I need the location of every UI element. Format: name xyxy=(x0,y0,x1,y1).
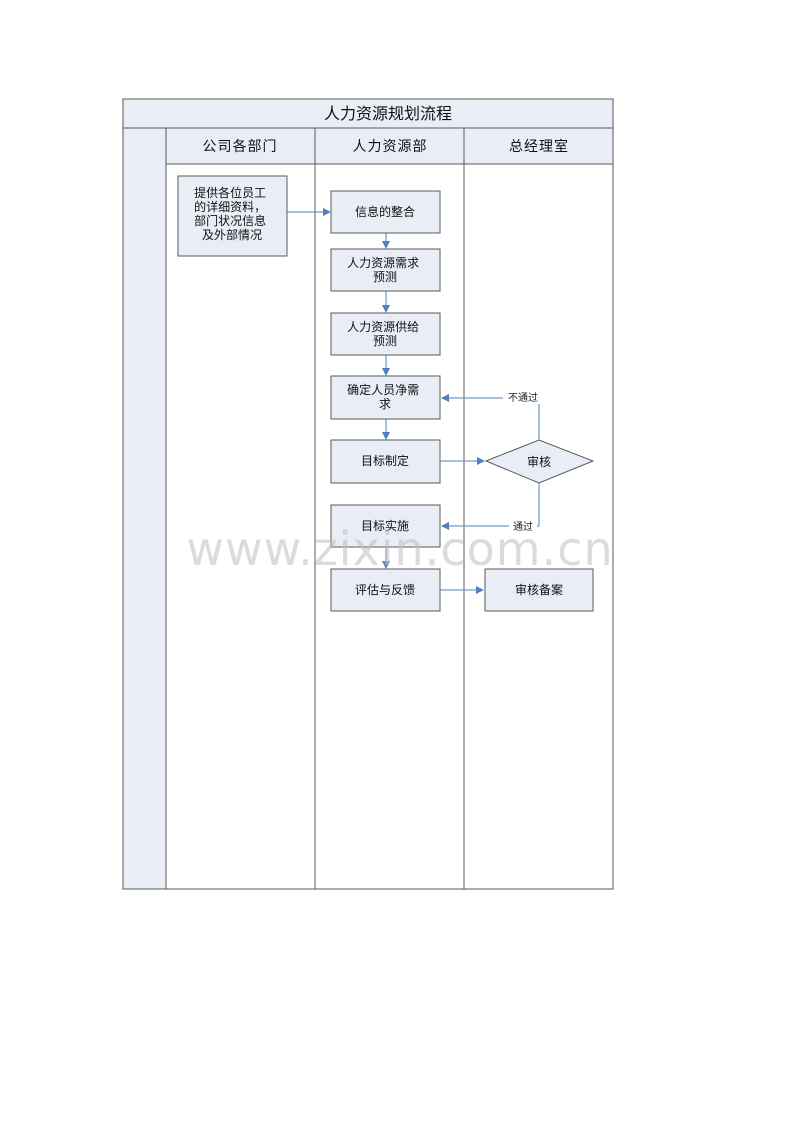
node-goal-set-text: 目标制定 xyxy=(361,453,409,468)
node-provide-text: 提供各位员工 的详细资料， 部门状况信息 及外部情况 xyxy=(194,185,270,242)
lane-label-gm: 总经理室 xyxy=(509,138,569,155)
node-review-text: 审核 xyxy=(527,454,551,469)
edge-review-pass xyxy=(441,483,540,530)
node-integrate-text: 信息的整合 xyxy=(355,204,415,219)
node-review-diamond xyxy=(484,439,595,484)
node-evaluate-text: 评估与反馈 xyxy=(355,583,415,597)
node-net-demand-box xyxy=(330,375,441,420)
node-implement-text: 目标实施 xyxy=(361,518,409,533)
node-evaluate-box xyxy=(330,568,441,612)
node-demand-text: 人力资源需求 预测 xyxy=(347,256,423,284)
edge-label-pass: 通过 xyxy=(513,520,533,533)
node-goal-set-box xyxy=(330,439,441,484)
node-archive-text: 审核备案 xyxy=(515,582,563,597)
node-demand-box xyxy=(330,248,441,292)
node-archive-box xyxy=(484,568,594,612)
edge-label-fail: 不通过 xyxy=(508,391,538,404)
node-supply-box xyxy=(330,312,441,356)
node-implement-box xyxy=(330,504,441,548)
lane-header-departments xyxy=(165,127,316,165)
lane-header-gm xyxy=(463,127,614,165)
node-provide-box xyxy=(177,175,288,257)
diagram-title: 人力资源规划流程 xyxy=(324,104,452,123)
node-supply-text: 人力资源供给 预测 xyxy=(347,320,423,348)
title-bar xyxy=(122,98,614,129)
side-column xyxy=(122,127,167,890)
lane-label-departments: 公司各部门 xyxy=(203,139,278,155)
node-integrate-box xyxy=(330,190,441,234)
node-net-demand-text: 确定人员净需 求 xyxy=(347,382,423,411)
lane-label-hr: 人力资源部 xyxy=(353,139,428,155)
